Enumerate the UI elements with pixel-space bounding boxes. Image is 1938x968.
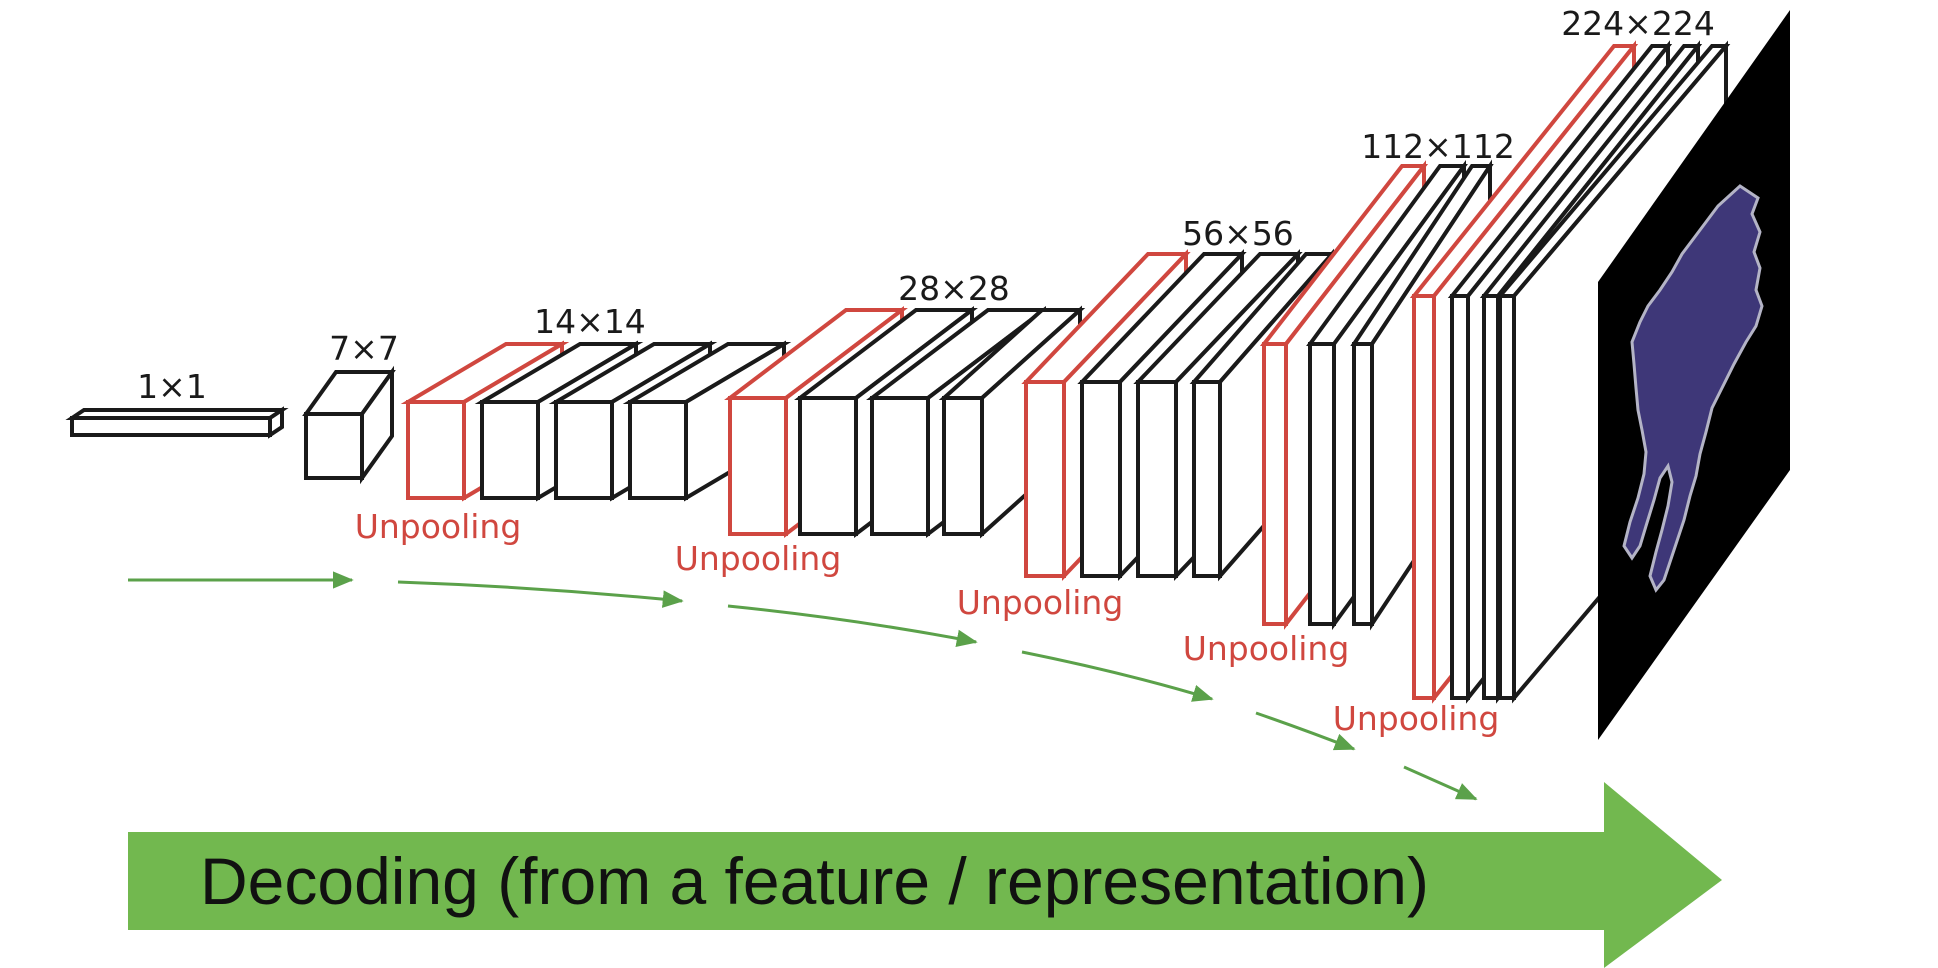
flow-arrows	[128, 571, 1478, 801]
size-label-14x14: 14×14	[534, 302, 646, 341]
layer-7x7	[302, 365, 396, 485]
unpooling-label: Unpooling	[355, 507, 522, 546]
unpooling-label: Unpooling	[675, 539, 842, 578]
unpooling-label: Unpooling	[957, 583, 1124, 622]
layer-1x1	[65, 406, 289, 439]
size-label-56x56: 56×56	[1182, 214, 1294, 253]
size-labels: 1×1 7×7 14×14 28×28 56×56 112×112 224×22…	[137, 4, 1715, 406]
unpooling-label: Unpooling	[1333, 699, 1500, 738]
flow-arrow	[1403, 765, 1478, 801]
unpooling-labels: Unpooling Unpooling Unpooling Unpooling …	[355, 507, 1500, 738]
flow-arrow	[727, 604, 978, 647]
unpooling-label: Unpooling	[1183, 629, 1350, 668]
flow-arrow	[1021, 650, 1214, 702]
size-label-1x1: 1×1	[137, 367, 207, 406]
size-label-112x112: 112×112	[1361, 127, 1515, 166]
size-label-224x224: 224×224	[1561, 4, 1715, 43]
output-segmentation-image	[1598, 10, 1790, 740]
decoding-banner-text: Decoding (from a feature / representatio…	[200, 844, 1429, 918]
size-label-7x7: 7×7	[329, 329, 399, 368]
flow-arrow	[397, 580, 684, 608]
horse-silhouette	[1622, 184, 1764, 593]
size-label-28x28: 28×28	[898, 269, 1010, 308]
flow-arrow	[1255, 711, 1356, 751]
decoding-banner-arrow: Decoding (from a feature / representatio…	[128, 782, 1722, 968]
